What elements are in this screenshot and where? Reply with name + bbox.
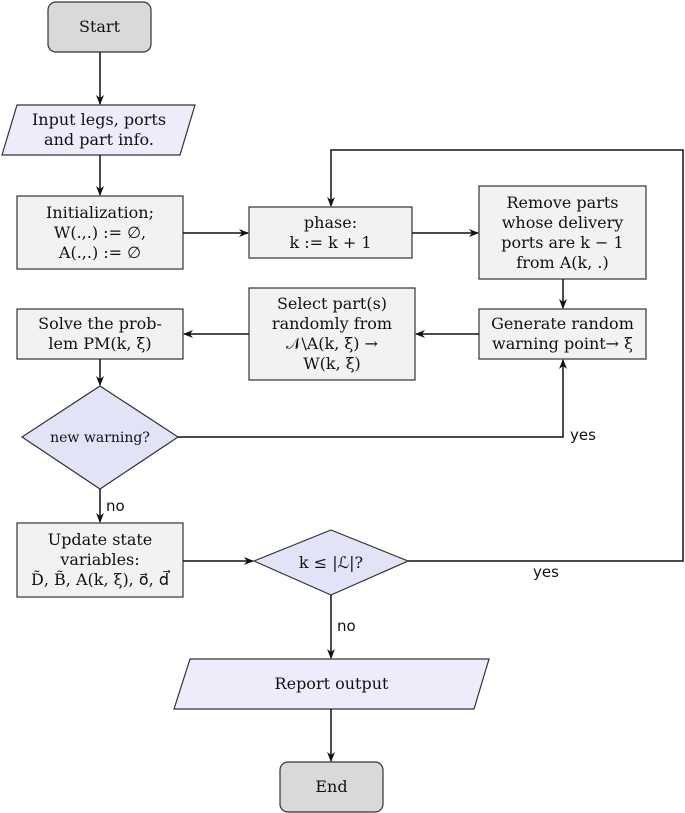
warning-yes-label: yes — [570, 426, 596, 444]
select-node-line: 𝒩\A(k, ξ) → — [286, 334, 378, 353]
select-node-line: W(k, ξ) — [303, 354, 361, 373]
input-node-line: Input legs, ports — [31, 110, 167, 129]
select-node-line: Select part(s) — [276, 294, 388, 313]
edge-warning-yes — [178, 359, 567, 438]
report-node: Report output — [182, 659, 481, 709]
remove-shape — [478, 185, 647, 280]
init-shape — [16, 195, 184, 270]
generate-node-line: Generate random — [491, 314, 634, 333]
select-node-line: randomly from — [271, 314, 393, 333]
update-node-line: Update state — [47, 530, 153, 549]
new-warning-node: new warning? — [22, 386, 178, 489]
phase-node: phase:k := k + 1 — [249, 207, 412, 258]
input-node-line: and part info. — [44, 130, 154, 149]
end-shape — [279, 761, 384, 813]
remove-node-line: Remove parts — [506, 192, 619, 212]
end-node: End — [280, 762, 383, 812]
remove-node-line: from A(k, .) — [516, 252, 609, 272]
input-shape — [1, 104, 196, 156]
solve-node: Solve the prob-lem PM(k, ξ) — [17, 309, 183, 359]
k-check-node: k ≤ |ℒ|? — [254, 530, 408, 595]
start-node: Start — [48, 2, 151, 52]
start-node-line: Start — [78, 17, 120, 36]
update-node-line: D̃, B̃, A(k, ξ), o⃗, d⃗ — [31, 570, 169, 589]
warning-no-label: no — [106, 497, 125, 515]
report-node-line: Report output — [274, 674, 389, 693]
init-node-line: W(.,.) := ∅, — [53, 222, 147, 242]
k-check-node-line: k ≤ |ℒ|? — [298, 552, 364, 572]
solve-node-line: lem PM(k, ξ) — [48, 334, 152, 353]
end-node-line: End — [315, 777, 348, 796]
phase-node-line: phase: — [303, 212, 358, 232]
remove-node-line: ports are k − 1 — [501, 232, 624, 252]
phase-node-line: k := k + 1 — [289, 232, 372, 252]
init-node-line: Initialization; — [46, 202, 154, 222]
generate-node-line: warning point→ ξ — [492, 334, 633, 353]
init-node: Initialization;W(.,.) := ∅,A(.,.) := ∅ — [17, 196, 183, 269]
check-yes-label: yes — [533, 563, 559, 581]
update-node-line: variables: — [60, 550, 140, 569]
init-node-line: A(.,.) := ∅ — [58, 242, 142, 262]
edge-check-yes-loop — [327, 149, 684, 562]
update-shape — [16, 522, 184, 598]
report-shape — [173, 658, 490, 710]
new-warning-node-line: new warning? — [50, 429, 150, 446]
select-shape — [248, 287, 416, 381]
solve-node-line: Solve the prob- — [38, 314, 162, 333]
solve-shape — [16, 308, 184, 360]
remove-node-line: whose delivery — [501, 212, 624, 232]
check-no-label: no — [337, 617, 356, 635]
